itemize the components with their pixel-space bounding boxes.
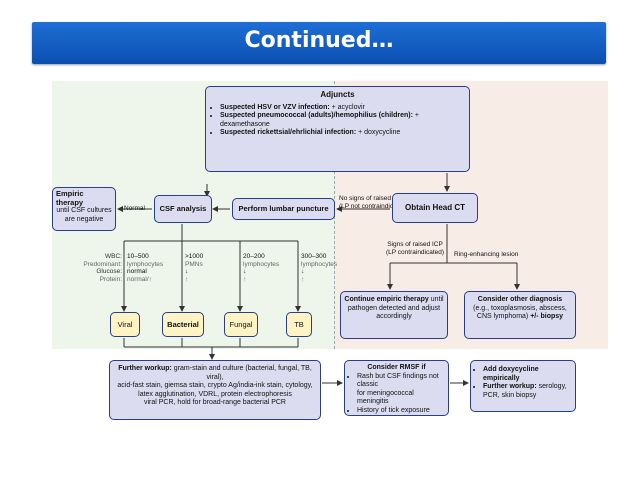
normal-label: Normal	[124, 205, 145, 212]
other-diagnosis-box: Consider other diagnosis (e.g., toxoplas…	[464, 291, 576, 339]
rmsf-item: for meningococcal meningitis	[357, 389, 414, 406]
viral-box: Viral	[110, 312, 140, 337]
csf-row-labels: WBC: Predominant: Glucose: Protein:	[83, 253, 122, 283]
fungal-box: Fungal	[224, 312, 258, 337]
further-workup-box: Further workup: gram-stain and culture (…	[109, 360, 321, 420]
adjuncts-title: Adjuncts	[320, 90, 355, 99]
adjunct-item: Suspected pneumococcal (adults)/hemophil…	[220, 112, 463, 129]
doxy-item: Add doxycycline empirically	[483, 366, 571, 383]
slide-title: Continued…	[244, 28, 394, 53]
bacterial-box: Bacterial	[162, 312, 204, 337]
tb-box: TB	[286, 312, 312, 337]
ring-lesion-label: Ring-enhancing lesion	[454, 251, 519, 258]
rmsf-item: History of tick exposure	[357, 407, 444, 416]
no-icp-label: No signs of raised ICP(LP not contraindi…	[339, 195, 408, 210]
empiric-therapy-box: Empiric therapy until CSF cultures are n…	[52, 187, 116, 231]
lumbar-puncture-box: Perform lumbar puncture	[232, 198, 335, 220]
adjunct-item: Suspected rickettsial/ehrlichial infecti…	[220, 129, 463, 138]
connector-arrows	[117, 173, 520, 386]
rmsf-item: Rash but CSF findings not classic	[357, 373, 444, 390]
doxycycline-box: Add doxycycline empirically Further work…	[470, 360, 576, 412]
csf-analysis-box: CSF analysis	[154, 195, 212, 223]
doxy-item: PCR, skin biopsy	[483, 391, 537, 399]
continue-empiric-box: Continue empiric therapy until pathogen …	[340, 291, 448, 339]
raised-icp-label: Signs of raised ICP(LP contraindicated)	[386, 241, 445, 256]
adjuncts-box: Adjuncts Suspected HSV or VZV infection:…	[205, 86, 470, 172]
title-banner: Continued…	[32, 22, 606, 64]
adjunct-item: Suspected HSV or VZV infection: + acyclo…	[220, 104, 463, 113]
rmsf-box: Consider RMSF if Rash but CSF findings n…	[344, 360, 449, 416]
meningitis-flowchart: Adjuncts Suspected HSV or VZV infection:…	[52, 81, 608, 431]
doxy-item: Further workup: serology,	[483, 383, 571, 392]
head-ct-box: Obtain Head CT	[392, 193, 478, 223]
